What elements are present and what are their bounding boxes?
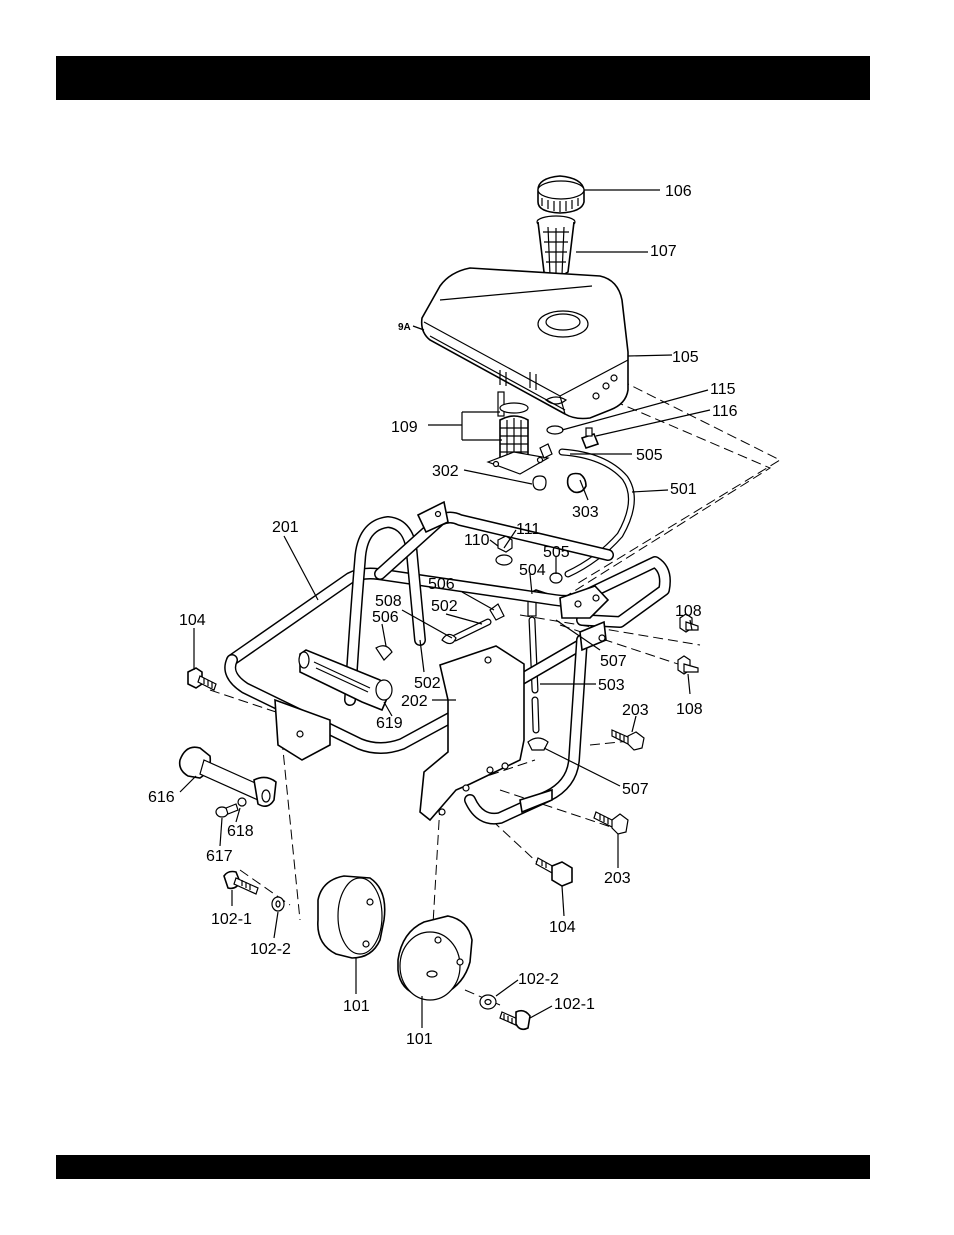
callout-503: 503	[598, 677, 625, 694]
callout-101-right: 101	[406, 1031, 433, 1048]
callout-109: 109	[391, 419, 418, 436]
callout-508: 508	[375, 593, 402, 610]
callout-203-upper: 203	[622, 702, 649, 719]
fuel-filter	[488, 392, 552, 474]
callout-102-1-left: 102-1	[211, 911, 252, 928]
callout-201: 201	[272, 519, 299, 536]
callout-9a: 9A	[398, 322, 411, 333]
callout-111: 111	[516, 521, 540, 538]
callout-108-upper: 108	[675, 603, 702, 620]
callout-104-lower: 104	[549, 919, 576, 936]
washer-102-2-left	[272, 897, 284, 911]
callout-507-lower: 507	[622, 781, 649, 798]
callout-618: 618	[227, 823, 254, 840]
callout-501: 501	[670, 481, 697, 498]
washer-102-2-right	[480, 995, 496, 1009]
callout-506-lower: 506	[372, 609, 399, 626]
callout-504: 504	[519, 562, 546, 579]
callout-115: 115	[710, 381, 736, 398]
callout-506-upper: 506	[428, 576, 455, 593]
bolt-102-1-right	[500, 1011, 530, 1030]
bolt-203-lower	[594, 812, 628, 834]
callout-617: 617	[206, 848, 233, 865]
footer-bar	[56, 1155, 870, 1179]
clamp-616	[180, 747, 276, 806]
callout-502-upper: 502	[431, 598, 458, 615]
isolator-101-right	[398, 916, 472, 1000]
callout-507-upper: 507	[600, 653, 627, 670]
bolt-108-lower	[678, 656, 698, 674]
callout-107: 107	[650, 243, 677, 260]
callout-106: 106	[665, 183, 692, 200]
callout-102-2-right: 102-2	[518, 971, 559, 988]
callout-203-lower: 203	[604, 870, 631, 887]
callout-303: 303	[572, 504, 599, 521]
callout-102-1-right: 102-1	[554, 996, 595, 1013]
callout-116: 116	[712, 403, 738, 420]
callout-105: 105	[672, 349, 699, 366]
callout-302: 302	[432, 463, 459, 480]
fuel-tank	[422, 268, 628, 419]
callout-202: 202	[401, 693, 428, 710]
hardware-617-618	[216, 798, 246, 817]
bolt-104-upper	[188, 668, 216, 690]
callout-101-left: 101	[343, 998, 370, 1015]
callout-505-upper: 505	[636, 447, 663, 464]
isolator-101-left	[318, 876, 385, 958]
bolt-104-lower	[536, 858, 572, 886]
callout-110: 110	[464, 532, 490, 549]
callout-104-upper: 104	[179, 612, 206, 629]
callout-619: 619	[376, 715, 403, 732]
callout-108-lower: 108	[676, 701, 703, 718]
callout-502-lower: 502	[414, 675, 441, 692]
bolt-102-1-left	[224, 872, 258, 895]
callout-616: 616	[148, 789, 175, 806]
callout-505-middle: 505	[543, 544, 570, 561]
bolt-203-upper	[612, 730, 644, 750]
fuel-strainer	[537, 216, 575, 277]
fuel-cap	[538, 176, 584, 213]
callout-102-2-left: 102-2	[250, 941, 291, 958]
